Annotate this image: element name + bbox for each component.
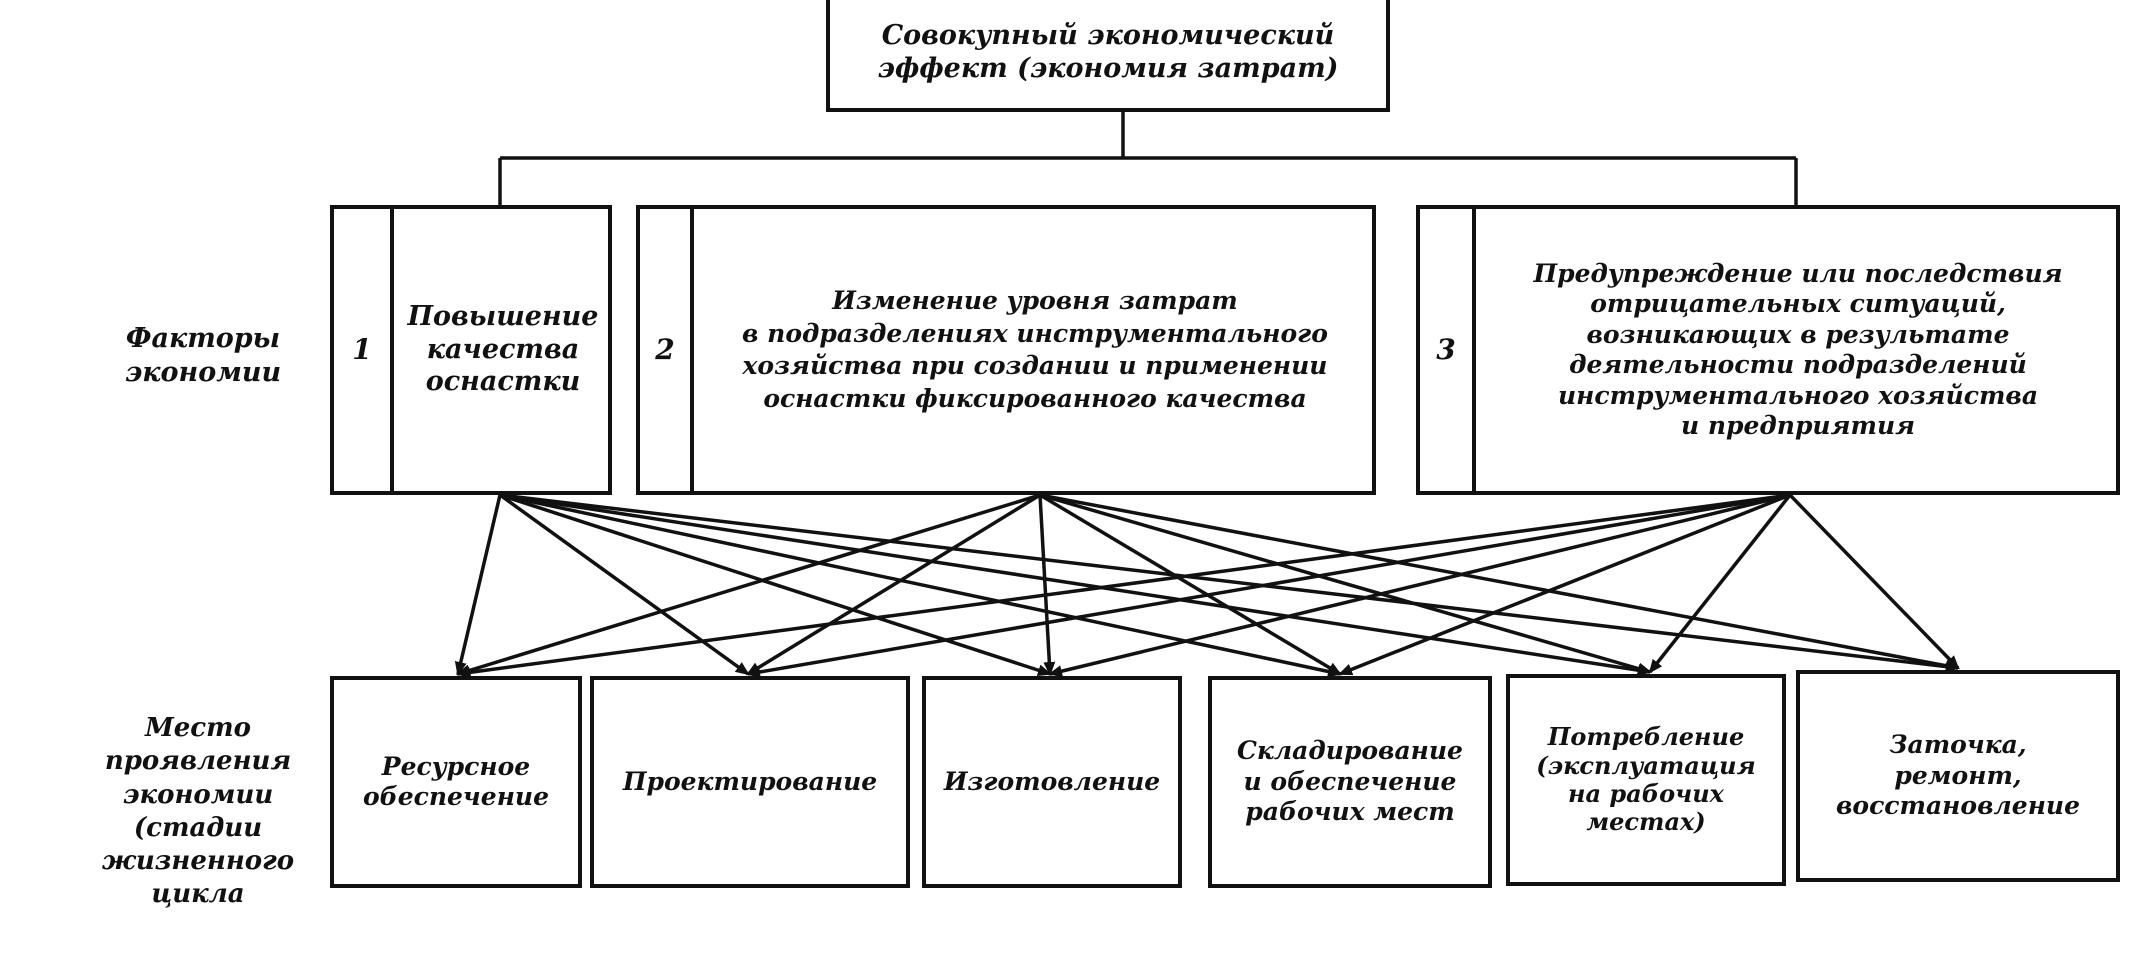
- arrow-factor-2-to-stage-5: [1039, 493, 1652, 675]
- arrow-factor-2-to-stage-1: [456, 493, 1041, 677]
- arrow-factor-3-to-stage-3: [1048, 493, 1791, 678]
- factor-1-line-1: Повышение: [407, 300, 599, 332]
- factor-number-2: 2: [655, 332, 675, 366]
- total-effect-box: [826, 0, 1390, 112]
- arrow-factor-3-to-stage-1: [456, 493, 1791, 679]
- factors-label: Факторы экономии: [108, 322, 298, 390]
- stage-box-6: [1796, 670, 2120, 882]
- place-label-line-3: экономии: [122, 779, 274, 810]
- arrow-factor-3-to-stage-6: [1788, 493, 1960, 670]
- stage-box-3: [922, 676, 1182, 888]
- stage-text-3: Изготовление: [922, 676, 1182, 888]
- factor-number-3: 3: [1436, 332, 1456, 366]
- stage-5-line-4: местах): [1586, 807, 1706, 837]
- stage-text-1: Ресурсное обеспечение: [330, 676, 582, 888]
- place-label: Место проявления экономии (стадии жизнен…: [98, 712, 298, 912]
- arrow-factor-2-to-stage-3: [1038, 494, 1056, 676]
- factor-3-line-3: возникающих в результате: [1586, 319, 2010, 349]
- stage-text-2: Проектирование: [590, 676, 910, 888]
- place-label-line-6: цикла: [151, 879, 245, 910]
- arrow-factor-1-to-stage-3: [499, 493, 1052, 676]
- factor-3-line-5: инструментального хозяйства: [1557, 380, 2039, 410]
- stage-box-4: [1208, 676, 1492, 888]
- total-effect-line-2: эффект (экономия затрат): [877, 53, 1339, 84]
- arrow-factor-3-to-stage-4: [1338, 493, 1791, 676]
- arrow-factor-2-to-stage-6: [1039, 493, 1960, 672]
- factor-2-line-1: Изменение уровня затрат: [832, 286, 1238, 315]
- arrow-factor-1-to-stage-6: [499, 493, 1960, 673]
- arrow-factor-1-to-stage-1: [454, 494, 502, 676]
- stage-text-4: Складирование и обеспечение рабочих мест: [1208, 676, 1492, 888]
- stage-6-line-2: ремонт,: [1894, 760, 2022, 790]
- factor-text-2: Изменение уровня затрат в подразделениях…: [694, 205, 1376, 495]
- factor-text-3: Предупреждение или последствия отрицател…: [1476, 205, 2120, 495]
- factor-1-line-2: качества: [426, 333, 580, 365]
- stage-4-line-2: и обеспечение: [1243, 766, 1457, 796]
- stage-box-2: [590, 676, 910, 888]
- factor-3-line-2: отрицательных ситуаций,: [1590, 289, 2006, 318]
- arrow-factor-2-to-stage-2: [746, 493, 1041, 676]
- factors-label-line-2: экономии: [124, 356, 282, 388]
- stage-4-line-1: Складирование: [1237, 736, 1463, 766]
- stage-text-5: Потребление (эксплуатация на рабочих мес…: [1506, 674, 1786, 886]
- place-label-line-1: Место: [144, 713, 251, 743]
- stage-box-5: [1506, 674, 1786, 886]
- arrow-factor-3-to-stage-5: [1648, 493, 1792, 674]
- place-label-line-4: (стадии: [133, 812, 263, 843]
- stage-6-line-3: восстановление: [1835, 791, 2081, 821]
- stage-box-1: [330, 676, 582, 888]
- factor-3-line-4: деятельности подразделений: [1569, 350, 2027, 379]
- arrow-factor-2-to-stage-4: [1039, 493, 1342, 676]
- factor-2-line-4: оснастки фиксированного качества: [763, 383, 1307, 413]
- stage-5-line-3: на рабочих: [1568, 779, 1724, 808]
- stage-1-line-2: обеспечение: [362, 782, 550, 811]
- total-effect-line-1: Совокупный экономический: [881, 20, 1335, 52]
- place-label-line-5: жизненного: [101, 846, 295, 877]
- factor-number-cell-1: [330, 205, 394, 495]
- arrow-factor-1-to-stage-4: [499, 493, 1342, 678]
- stage-5-line-1: Потребление: [1547, 722, 1745, 752]
- stage-text-6: Заточка, ремонт, восстановление: [1796, 670, 2120, 882]
- factor-number-cell-3: [1416, 205, 1476, 495]
- stage-1-line-1: Ресурсное: [381, 751, 531, 781]
- total-effect-text: Совокупный экономический эффект (экономи…: [826, 0, 1390, 112]
- place-label-line-2: проявления: [104, 746, 292, 777]
- factors-label-line-1: Факторы: [125, 323, 281, 354]
- stage-4-line-3: рабочих мест: [1245, 797, 1455, 827]
- factor-number-cell-2: [636, 205, 694, 495]
- factor-3-line-6: и предприятия: [1680, 411, 1916, 440]
- factor-1-line-3: оснастки: [425, 366, 581, 398]
- stage-6-line-1: Заточка,: [1889, 730, 2027, 760]
- arrow-factor-3-to-stage-2: [746, 493, 1791, 678]
- stage-2-line-1: Проектирование: [622, 766, 878, 796]
- factor-box-3: [1416, 205, 2120, 495]
- factor-number-1: 1: [352, 332, 372, 366]
- stage-5-line-2: (эксплуатация: [1536, 750, 1756, 780]
- factor-text-1: Повышение качества оснастки: [394, 205, 612, 495]
- arrow-factor-1-to-stage-2: [498, 493, 750, 676]
- factor-2-line-3: хозяйства при создании и применении: [742, 351, 1328, 380]
- arrow-factor-1-to-stage-5: [499, 493, 1652, 677]
- stage-3-line-1: Изготовление: [943, 766, 1161, 796]
- factor-3-line-1: Предупреждение или последствия: [1533, 258, 2063, 288]
- factor-2-line-2: в подразделениях инструментального: [742, 318, 1328, 348]
